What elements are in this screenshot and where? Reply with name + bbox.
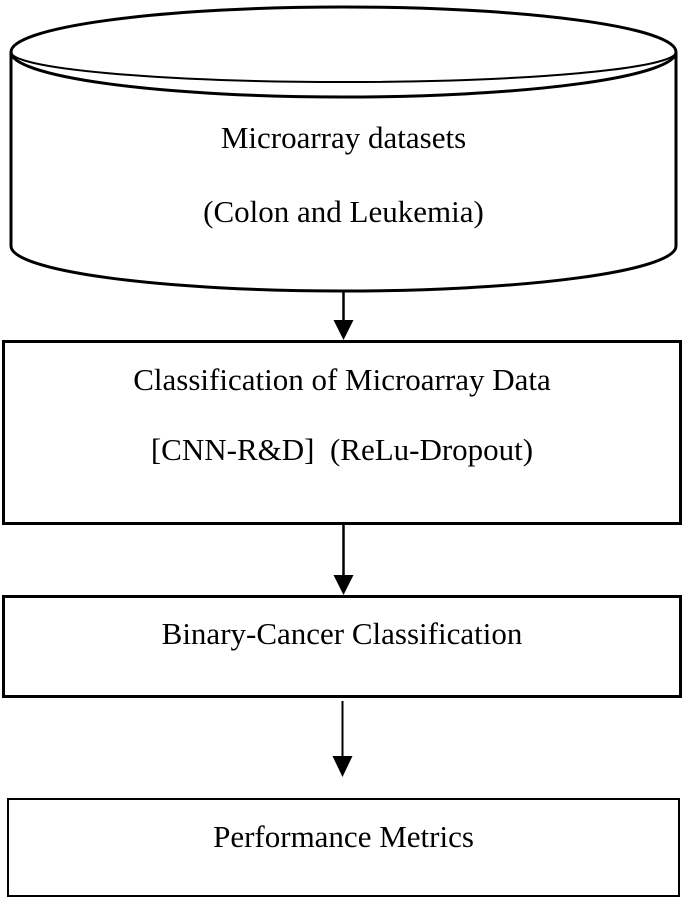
arrow-3-head-icon bbox=[332, 756, 353, 777]
node-classification-box: Classification of Microarray Data [CNN-R… bbox=[2, 340, 682, 525]
arrow-1-head-icon bbox=[333, 320, 354, 340]
database-cylinder-inner-rim bbox=[10, 51, 677, 83]
node-microarray-datasets-line-2: (Colon and Leukemia) bbox=[203, 194, 484, 229]
arrow-datasets-to-classification bbox=[333, 291, 354, 340]
node-microarray-datasets: Microarray datasets (Colon and Leukemia) bbox=[10, 0, 677, 291]
node-binary-cancer-box: Binary-Cancer Classification bbox=[2, 595, 682, 698]
arrow-classification-to-binary bbox=[333, 525, 354, 595]
node-classification-line-2: [CNN-R&D] (ReLu-Dropout) bbox=[150, 432, 534, 467]
node-binary-cancer-line-1: Binary-Cancer Classification bbox=[161, 616, 523, 651]
node-performance-metrics-line-1: Performance Metrics bbox=[213, 819, 474, 854]
database-cylinder-body bbox=[9, 52, 678, 293]
arrow-binary-to-metrics bbox=[332, 701, 353, 777]
node-classification-line-1: Classification of Microarray Data bbox=[133, 362, 551, 397]
node-microarray-datasets-line-1: Microarray datasets bbox=[220, 120, 467, 155]
node-performance-metrics-box: Performance Metrics bbox=[7, 798, 680, 897]
arrow-2-head-icon bbox=[333, 575, 354, 595]
